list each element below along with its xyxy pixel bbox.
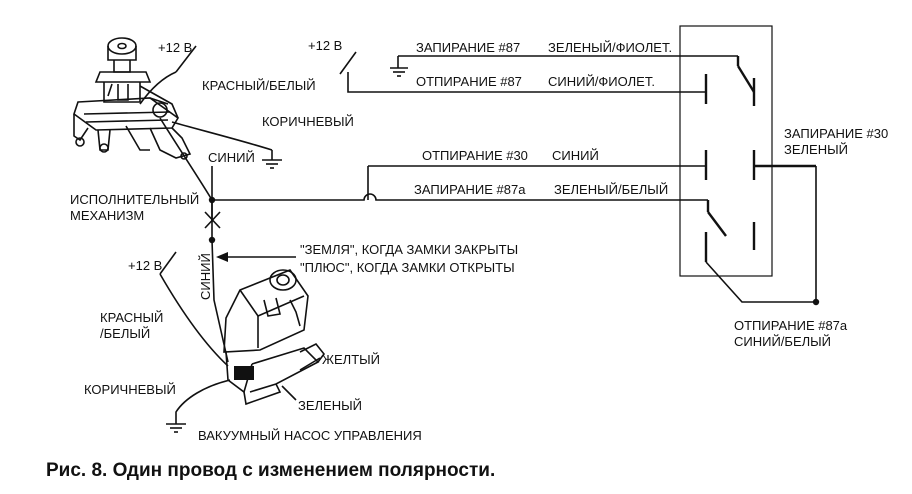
label-unlock87: ОТПИРАНИЕ #87 bbox=[416, 74, 522, 89]
relay-unlock-contacts bbox=[704, 56, 756, 106]
label-lock30: ЗАПИРАНИЕ #30 bbox=[784, 126, 888, 141]
figure-caption: Рис. 8. Один провод с изменением полярно… bbox=[46, 460, 495, 481]
relay-lock-contacts bbox=[704, 150, 816, 262]
label-brown-top: КОРИЧНЕВЫЙ bbox=[262, 114, 354, 129]
wire-red-white-top bbox=[139, 71, 177, 105]
label-yellow: ЖЕЛТЫЙ bbox=[322, 352, 380, 367]
label-lock87: ЗАПИРАНИЕ #87 bbox=[416, 40, 520, 55]
leader-green bbox=[281, 385, 297, 401]
label-blue-white: СИНИЙ/БЕЛЫЙ bbox=[734, 334, 831, 349]
wire-blue-vertical bbox=[211, 239, 229, 363]
label-blue-top: СИНИЙ bbox=[208, 150, 255, 165]
label-green-violet: ЗЕЛЕНЫЙ/ФИОЛЕТ. bbox=[548, 40, 672, 55]
label-plus-note: "ПЛЮС", КОГДА ЗАМКИ ОТКРЫТЫ bbox=[300, 260, 515, 275]
wire-unlock87 bbox=[347, 72, 706, 93]
label-actuator-line2: МЕХАНИЗМ bbox=[70, 208, 144, 223]
wire-brown-pump bbox=[175, 379, 231, 424]
label-lock87a: ЗАПИРАНИЕ #87a bbox=[414, 182, 526, 197]
label-blue-mid: СИНИЙ bbox=[552, 148, 599, 163]
label-blue-vertical: СИНИЙ bbox=[198, 253, 213, 300]
vacuum-pump-drawing bbox=[223, 269, 326, 406]
label-plus12-relay: +12 В bbox=[308, 38, 342, 53]
label-green-right: ЗЕЛЕНЫЙ bbox=[784, 142, 848, 157]
label-red-white-top: КРАСНЫЙ/БЕЛЫЙ bbox=[202, 78, 316, 93]
label-blue-violet: СИНИЙ/ФИОЛЕТ. bbox=[548, 74, 655, 89]
label-unlock87a: ОТПИРАНИЕ #87a bbox=[734, 318, 848, 333]
label-plus12-pump: +12 В bbox=[128, 258, 162, 273]
arrow-head bbox=[216, 252, 228, 262]
switch-plus12-top bbox=[175, 45, 197, 73]
label-brown-pump: КОРИЧНЕВЫЙ bbox=[84, 382, 176, 397]
wire-red-white-pump bbox=[159, 273, 229, 367]
actuator-drawing bbox=[73, 37, 192, 160]
label-unlock30: ОТПИРАНИЕ #30 bbox=[422, 148, 528, 163]
ground-symbol-relay bbox=[390, 67, 408, 77]
wire-lock87a bbox=[212, 193, 708, 201]
switch-plus12-relay bbox=[339, 51, 357, 75]
label-ground-note: "ЗЕМЛЯ", КОГДА ЗАМКИ ЗАКРЫТЫ bbox=[300, 242, 518, 257]
relay-box bbox=[679, 25, 773, 277]
ground-symbol-top bbox=[262, 159, 282, 169]
junction-dot-relay bbox=[812, 298, 820, 306]
switch-plus12-pump bbox=[159, 251, 177, 275]
wire-unlock87a bbox=[705, 261, 816, 303]
label-actuator-line1: ИСПОЛНИТЕЛЬНЫЙ bbox=[70, 192, 199, 207]
wire-brown-top bbox=[171, 121, 273, 151]
leader-yellow bbox=[299, 357, 321, 371]
label-pump-title: ВАКУУМНЫЙ НАСОС УПРАВЛЕНИЯ bbox=[198, 428, 422, 443]
label-green-white: ЗЕЛЕНЫЙ/БЕЛЫЙ bbox=[554, 182, 668, 197]
label-white-pump: /БЕЛЫЙ bbox=[100, 326, 150, 341]
label-red-pump: КРАСНЫЙ bbox=[100, 310, 163, 325]
label-green-pump: ЗЕЛЕНЫЙ bbox=[298, 398, 362, 413]
label-plus12-top-left: +12 В bbox=[158, 40, 192, 55]
cut-mark bbox=[204, 211, 221, 229]
ground-symbol-pump bbox=[166, 423, 186, 433]
